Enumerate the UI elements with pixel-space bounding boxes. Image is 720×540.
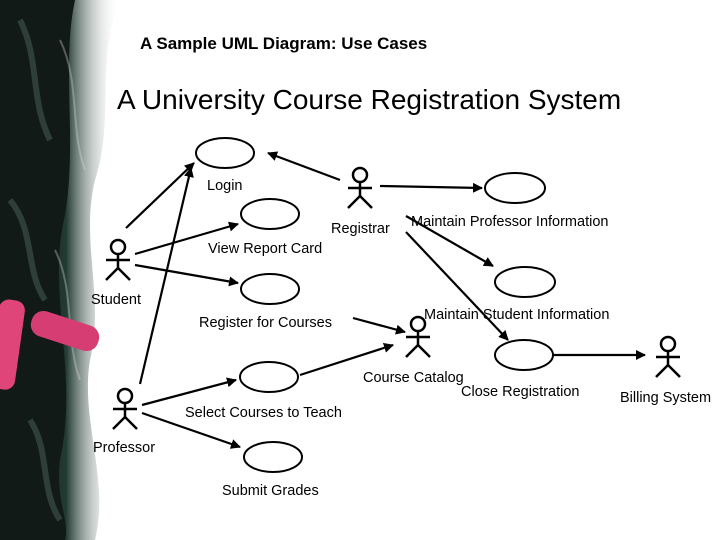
label-maintain-student-information: Maintain Student Information bbox=[424, 307, 610, 323]
label-billing-system: Billing System bbox=[620, 390, 712, 406]
diagram-title: A University Course Registration System bbox=[117, 84, 622, 115]
assoc-professor-submit-grades bbox=[141, 411, 241, 449]
label-student: Student bbox=[91, 292, 141, 308]
assoc-student-register bbox=[134, 263, 239, 287]
assoc-register-course-catalog bbox=[352, 316, 406, 335]
label-select-courses-to-teach: Select Courses to Teach bbox=[185, 405, 342, 421]
use-case-login bbox=[195, 137, 255, 169]
label-view-report-card: View Report Card bbox=[208, 241, 323, 257]
actor-student-icon bbox=[105, 238, 131, 281]
assoc-registrar-maintain-student bbox=[405, 215, 494, 267]
actor-professor-icon bbox=[112, 387, 138, 430]
assoc-select-course-catalog bbox=[299, 343, 394, 377]
assoc-professor-select bbox=[141, 377, 237, 407]
assoc-student-login bbox=[125, 162, 195, 229]
assoc-registrar-login bbox=[267, 151, 341, 182]
actor-course-catalog-icon bbox=[405, 315, 431, 358]
use-case-submit-grades bbox=[243, 441, 303, 473]
label-register-for-courses: Register for Courses bbox=[199, 315, 332, 331]
label-professor: Professor bbox=[93, 440, 156, 456]
label-registrar: Registrar bbox=[331, 221, 390, 237]
use-case-select-courses-to-teach bbox=[239, 361, 299, 393]
diagram-subtitle: A Sample UML Diagram: Use Cases bbox=[140, 34, 428, 53]
assoc-registrar-close-registration bbox=[405, 231, 509, 341]
assoc-professor-login bbox=[138, 167, 194, 385]
assoc-student-view-report-card bbox=[134, 221, 239, 256]
use-case-close-registration bbox=[494, 339, 554, 371]
label-maintain-professor-information: Maintain Professor Information bbox=[411, 214, 609, 230]
label-course-catalog: Course Catalog bbox=[363, 370, 464, 386]
actor-registrar-icon bbox=[347, 166, 373, 209]
label-submit-grades: Submit Grades bbox=[222, 483, 319, 499]
use-case-maintain-professor-information bbox=[484, 172, 546, 204]
use-case-maintain-student-information bbox=[494, 266, 556, 298]
use-case-register-for-courses bbox=[240, 273, 300, 305]
assoc-registrar-maintain-professor bbox=[379, 182, 483, 193]
actor-billing-system-icon bbox=[655, 335, 681, 378]
label-login: Login bbox=[207, 178, 243, 194]
label-close-registration: Close Registration bbox=[461, 384, 580, 400]
use-case-view-report-card bbox=[240, 198, 300, 230]
pink-chalk-icon bbox=[0, 299, 100, 390]
